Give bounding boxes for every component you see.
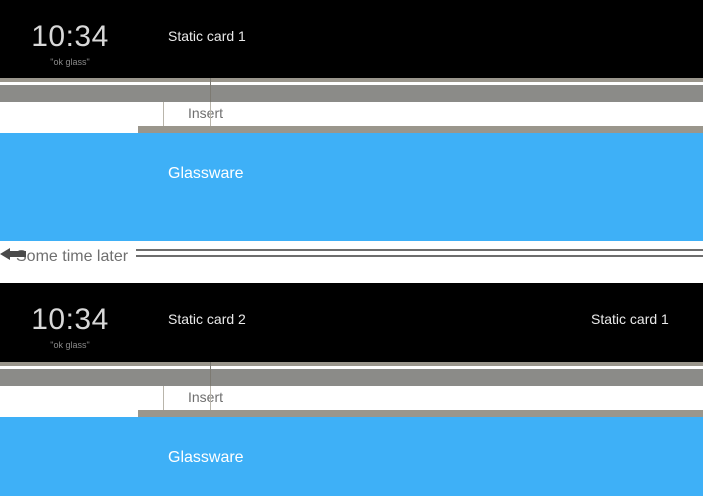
clock-time-2: 10:34	[31, 303, 109, 336]
glass-clock-2: 10:34 "ok glass"	[0, 283, 140, 362]
divider-line-bottom	[136, 255, 703, 257]
glass-timeline-strip-1: 10:34 "ok glass" Static card 1	[0, 0, 703, 78]
divider-line-top	[136, 249, 703, 251]
timeline-rail-2c	[0, 410, 703, 417]
rail-gap-2	[0, 366, 703, 369]
voice-hint-2: "ok glass"	[50, 340, 90, 350]
insert-band-1: Insert	[0, 102, 703, 126]
glass-card-static-card-1: Static card 1	[168, 28, 246, 44]
divider-some-time-later: Some time later	[0, 241, 703, 278]
insert-label-2: Insert	[188, 389, 224, 405]
glassware-panel-1: Glassware	[0, 133, 703, 241]
glassware-panel-2: Glassware	[0, 417, 703, 496]
divider-label: Some time later	[16, 248, 129, 265]
insert-tick-left-1	[163, 102, 164, 126]
insert-band-2: Insert	[0, 386, 703, 410]
glass-timeline-strip-2: 10:34 "ok glass" Static card 2 Static ca…	[0, 283, 703, 362]
glass-card-static-card-2: Static card 2	[168, 311, 246, 327]
glass-clock-1: 10:34 "ok glass"	[0, 0, 140, 78]
insert-notch-1	[210, 78, 211, 102]
insert-label-1: Insert	[188, 105, 224, 121]
voice-hint-1: "ok glass"	[50, 57, 90, 67]
glassware-label-2: Glassware	[168, 449, 244, 466]
timeline-rail-1c	[0, 126, 703, 133]
left-arrow-icon	[0, 248, 26, 260]
insert-tick-left-2	[163, 386, 164, 410]
insert-tick-right-1	[210, 102, 211, 126]
timeline-rail-1a	[0, 78, 703, 82]
clock-time-1: 10:34	[31, 20, 109, 53]
rail-cut-2	[0, 410, 138, 417]
rail-gap-1	[0, 82, 703, 85]
timeline-rail-2a	[0, 362, 703, 366]
rail-cut-1	[0, 126, 138, 133]
timeline-rail-1b	[0, 85, 703, 102]
insert-tick-right-2	[210, 386, 211, 410]
timeline-rail-2b	[0, 369, 703, 386]
glassware-label-1: Glassware	[168, 165, 244, 182]
glass-card-static-card-1-shifted: Static card 1	[591, 311, 669, 327]
insert-notch-2	[210, 362, 211, 386]
